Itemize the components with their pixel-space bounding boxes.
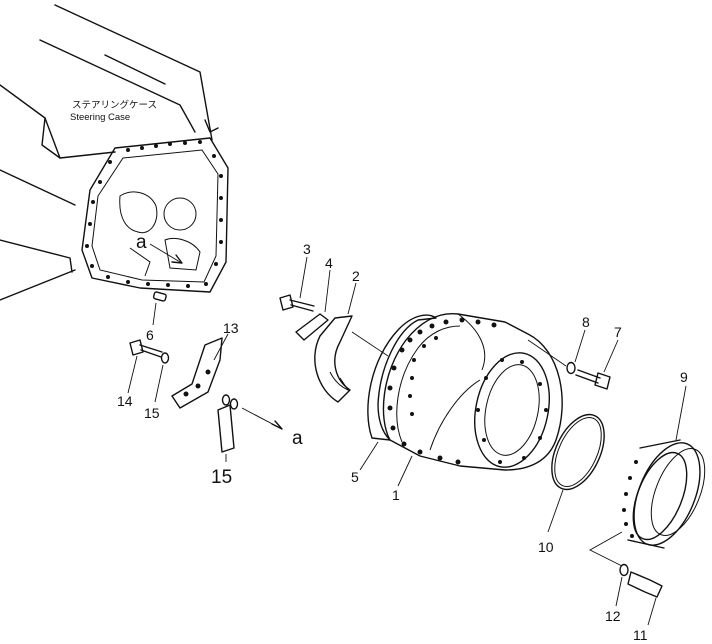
part-14-bolt [127,339,163,394]
label-12: 12 [605,608,621,624]
label-2: 2 [352,268,360,284]
part-3-bolt [279,256,315,312]
label-11: 11 [633,627,648,643]
part-9-cage [589,385,706,567]
label-13: 13 [223,320,239,336]
part-10-o-ring [547,413,605,533]
caption-jp: ステアリングケース [72,99,157,111]
label-5: 5 [351,469,359,485]
part-12-washer [615,563,629,607]
part-5-gasket [359,314,437,471]
part-6-dowel-pin [152,291,167,326]
label-9: 9 [680,369,688,385]
label-10: 10 [538,539,554,555]
part-1-housing [382,313,563,487]
part-4-lock-plate [295,269,331,341]
label-4: 4 [325,255,333,271]
steering-case-caption: ステアリングケース Steering Case [70,99,157,123]
caption-en: Steering Case [70,112,130,123]
part-15-washer-lower [217,394,283,462]
label-8: 8 [582,314,590,330]
part-7-bolt [575,339,619,390]
part-13-lock-plate [171,333,229,409]
ref-mark-a-case: a [136,232,147,253]
label-14: 14 [117,393,133,409]
label-3: 3 [303,241,311,257]
ref-mark-a: a [292,428,303,449]
part-8-washer [527,329,586,375]
label-15-lower: 15 [211,467,232,488]
label-7: 7 [614,324,622,340]
part-2-cover [314,282,389,403]
label-6: 6 [146,327,154,343]
part-15-washer-upper [154,352,170,403]
steering-case [0,4,229,301]
label-15-upper: 15 [144,405,160,421]
label-1: 1 [392,487,400,503]
part-11-bolt [627,571,663,626]
